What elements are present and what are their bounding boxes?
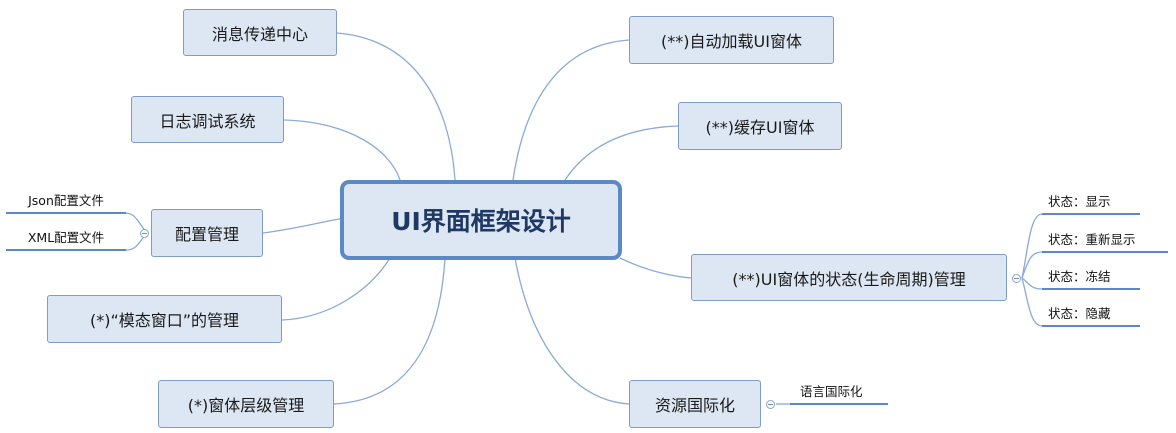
leaf-state-hide[interactable]: 状态：隐藏 [1042, 305, 1140, 327]
collapse-toggle-i18n[interactable] [766, 400, 775, 409]
connector-config [262, 217, 346, 234]
topic-modal-window[interactable]: (*)“模态窗口”的管理 [47, 295, 282, 343]
leaf-label: 状态：显示 [1048, 194, 1111, 209]
topic-log-system[interactable]: 日志调试系统 [131, 96, 284, 143]
topic-label: (**)UI窗体的状态(生命周期)管理 [732, 269, 966, 289]
connector-msg-center [336, 32, 456, 181]
topic-label: 消息传递中心 [211, 24, 308, 44]
connector-auto-load [512, 39, 630, 181]
topic-config-management[interactable]: 配置管理 [151, 209, 263, 257]
central-topic-label: UI界面框架设计 [391, 207, 571, 236]
topic-label: 资源国际化 [654, 396, 735, 415]
topic-label: 配置管理 [174, 225, 239, 244]
leaf-json-config[interactable]: Json配置文件 [6, 192, 126, 214]
collapse-toggle-config[interactable] [140, 229, 149, 238]
topic-label: (*)“模态窗口”的管理 [89, 311, 240, 330]
connector-state-reshow [1021, 251, 1043, 279]
connector-cache [564, 125, 679, 181]
collapse-toggle-lifecycle[interactable] [1012, 274, 1021, 283]
leaf-language-i18n[interactable]: 语言国际化 [790, 383, 888, 405]
topic-label: (**)自动加载UI窗体 [661, 32, 802, 51]
connector-state-hide [1021, 277, 1043, 327]
topic-label: (**)缓存UI窗体 [705, 118, 815, 137]
leaf-state-reshow[interactable]: 状态：重新显示 [1042, 231, 1168, 253]
leaf-label: 语言国际化 [800, 384, 863, 399]
topic-lifecycle[interactable]: (**)UI窗体的状态(生命周期)管理 [691, 254, 1007, 301]
leaf-label: 状态：隐藏 [1048, 306, 1111, 321]
leaf-state-show[interactable]: 状态：显示 [1042, 193, 1140, 215]
connector-i18n [514, 257, 630, 405]
connector-log-system [283, 119, 401, 181]
connector-modal-window [281, 257, 391, 321]
leaf-label: 状态：冻结 [1048, 269, 1111, 284]
central-topic[interactable]: UI界面框架设计 [340, 180, 622, 260]
topic-label: (*)窗体层级管理 [187, 396, 305, 415]
topic-auto-load[interactable]: (**)自动加载UI窗体 [629, 16, 834, 64]
connector-layer-management [333, 257, 446, 405]
connector-lifecycle [619, 257, 692, 279]
topic-cache[interactable]: (**)缓存UI窗体 [678, 102, 842, 150]
topic-label: 日志调试系统 [159, 111, 256, 131]
leaf-label: XML配置文件 [27, 230, 105, 245]
leaf-xml-config[interactable]: XML配置文件 [6, 229, 126, 251]
connector-state-show [1021, 213, 1043, 279]
connector-state-freeze [1021, 277, 1043, 290]
leaf-label: 状态：重新显示 [1048, 232, 1136, 247]
leaf-state-freeze[interactable]: 状态：冻结 [1042, 268, 1140, 290]
leaf-label: Json配置文件 [28, 193, 104, 208]
topic-message-center[interactable]: 消息传递中心 [183, 9, 337, 56]
topic-layer-management[interactable]: (*)窗体层级管理 [158, 380, 334, 428]
topic-i18n[interactable]: 资源国际化 [629, 380, 761, 428]
